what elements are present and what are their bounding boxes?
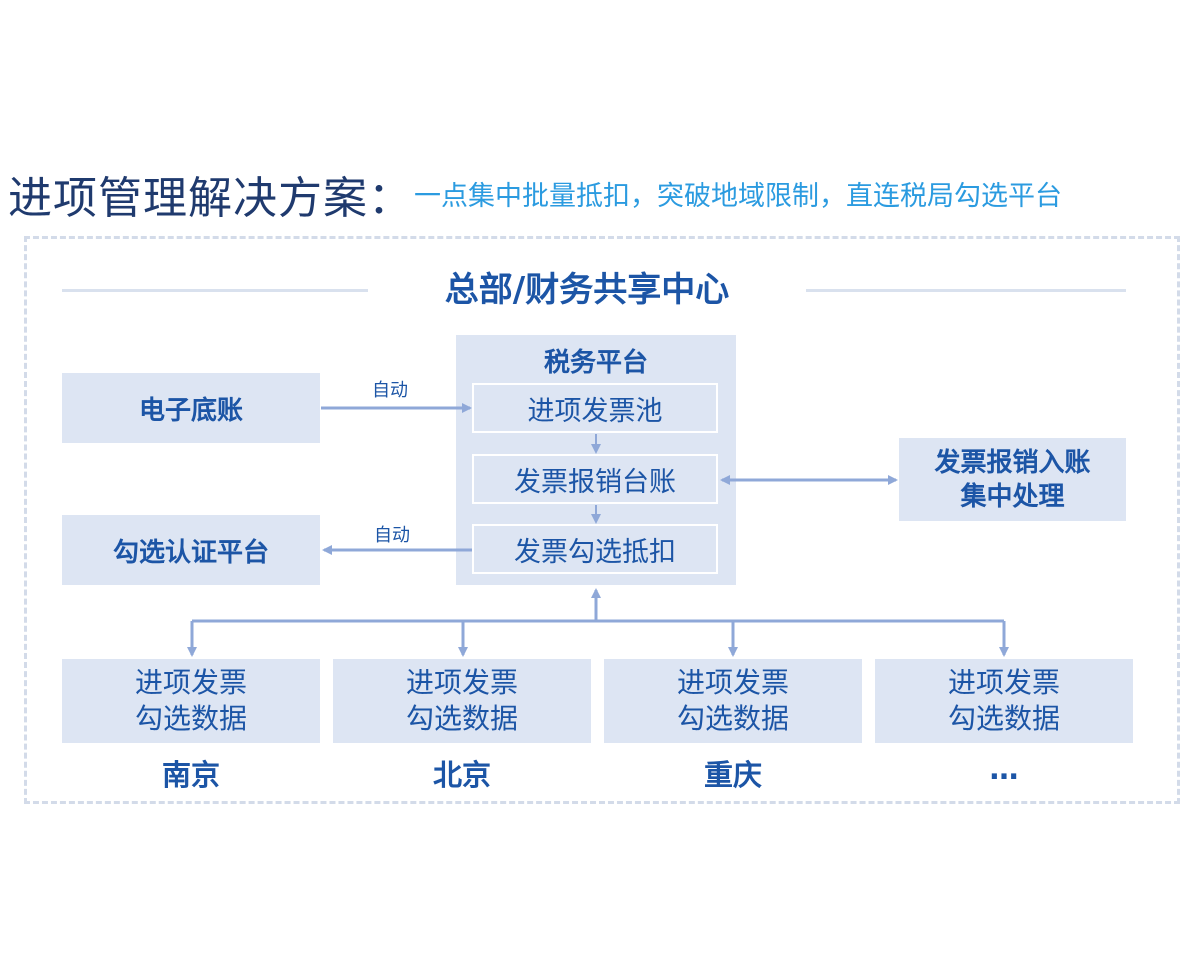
- city-data-line2: 勾选数据: [947, 702, 1060, 735]
- city-data-line2: 勾选数据: [134, 702, 247, 735]
- city-data-line2: 勾选数据: [676, 702, 789, 735]
- certification-platform-label: 勾选认证平台: [112, 537, 269, 568]
- city-data-box-beijing: 进项发票 勾选数据: [333, 659, 591, 743]
- section-title: 总部/财务共享中心: [444, 270, 730, 310]
- invoice-selection-deduction-box: 发票勾选抵扣: [472, 524, 718, 574]
- title-divider-left: [62, 289, 368, 292]
- city-label-beijing: 北京: [432, 758, 491, 792]
- page-title: 进项管理解决方案：: [8, 173, 413, 224]
- centralized-processing-line1: 发票报销入账: [934, 447, 1091, 478]
- city-data-line1: 进项发票: [676, 666, 789, 699]
- invoice-reimbursement-ledger-box: 发票报销台账: [472, 454, 718, 504]
- certification-platform-box: 勾选认证平台: [62, 515, 320, 585]
- city-data-line1: 进项发票: [947, 666, 1060, 699]
- electronic-ledger-box: 电子底账: [62, 373, 320, 443]
- diagram-frame: [24, 236, 1180, 804]
- centralized-processing-box: 发票报销入账 集中处理: [899, 438, 1126, 521]
- city-data-box-more: 进项发票 勾选数据: [875, 659, 1133, 743]
- auto-label-bottom: 自动: [374, 525, 410, 546]
- title-divider-right: [806, 289, 1126, 292]
- city-data-line1: 进项发票: [134, 666, 247, 699]
- city-label-more: …: [989, 752, 1019, 786]
- city-data-line2: 勾选数据: [405, 702, 518, 735]
- city-label-nanjing: 南京: [161, 758, 220, 792]
- city-data-box-nanjing: 进项发票 勾选数据: [62, 659, 320, 743]
- centralized-processing-line2: 集中处理: [960, 481, 1065, 512]
- auto-label-top: 自动: [372, 380, 408, 401]
- electronic-ledger-label: 电子底账: [138, 395, 243, 426]
- tax-platform-title: 税务平台: [543, 348, 648, 378]
- city-data-line1: 进项发票: [405, 666, 518, 699]
- input-invoice-pool-box: 进项发票池: [472, 383, 718, 433]
- page-subtitle: 一点集中批量抵扣，突破地域限制，直连税局勾选平台: [414, 181, 1062, 212]
- city-label-chongqing: 重庆: [703, 758, 762, 792]
- city-data-box-chongqing: 进项发票 勾选数据: [604, 659, 862, 743]
